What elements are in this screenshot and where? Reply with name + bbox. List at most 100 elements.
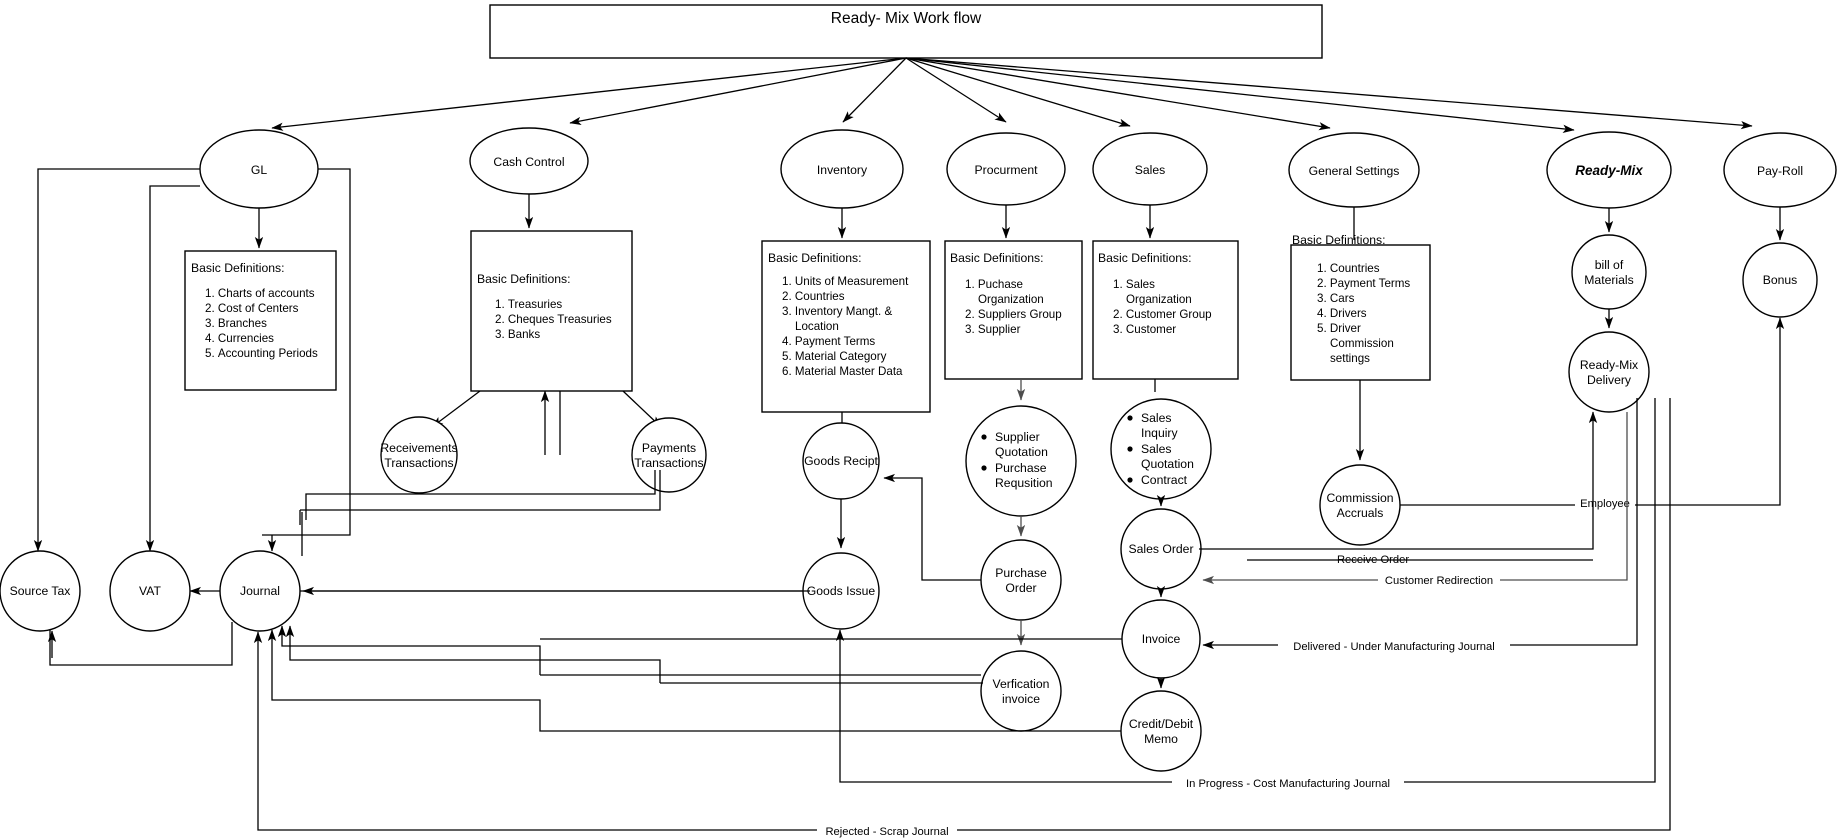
node-ready-mix-delivery[interactable]: Ready-Mix Delivery <box>1568 331 1650 413</box>
procurment-definitions-item-1: 1. Puchase <box>965 278 1023 291</box>
edge-credit-memo-to-journal <box>267 629 1121 732</box>
box-sales-definitions: Basic Definitions: 1. Sales Organization… <box>1092 240 1239 380</box>
node-general-settings-label: General Settings <box>1309 164 1400 178</box>
sales-definitions-item-1-cont: Organization <box>1126 293 1192 306</box>
node-goods-issue[interactable]: Goods Issue <box>802 552 880 630</box>
sales-definitions-heading: Basic Definitions: <box>1098 251 1191 265</box>
general-settings-definitions-item-5-cont2: settings <box>1330 352 1370 365</box>
box-general-settings-definitions: Basic Definitions: 1. Countries 2. Payme… <box>1290 233 1431 381</box>
node-cash-control-label: Cash Control <box>493 155 564 169</box>
cash-control-definitions-item-1: 1. Treasuries <box>495 298 562 311</box>
purchase-order-label-1: Purchase <box>995 566 1047 580</box>
edge-label-in-progress-cost-manufacturing-journal: In Progress - Cost Manufacturing Journal <box>1186 778 1390 790</box>
source-tax-label: Source Tax <box>10 584 71 598</box>
root-title-box: Ready- Mix Work flow <box>489 4 1323 59</box>
node-sales-inquiry-group[interactable]: Sales Inquiry Sales Quotation Contract <box>1110 398 1212 500</box>
node-journal[interactable]: Journal <box>219 550 301 632</box>
node-invoice[interactable]: Invoice <box>1121 599 1201 679</box>
supplier-quotation-label-1: Supplier <box>995 430 1040 444</box>
inventory-definitions-item-4: 4. Payment Terms <box>782 335 875 348</box>
inventory-definitions-heading: Basic Definitions: <box>768 251 861 265</box>
node-pay-roll-label: Pay-Roll <box>1757 164 1803 178</box>
goods-recipt-label: Goods Recipt <box>804 454 878 468</box>
node-cash-control[interactable]: Cash Control <box>469 127 589 195</box>
bill-of-materials-label-2: Materials <box>1584 273 1633 287</box>
journal-label: Journal <box>240 584 280 598</box>
verfication-invoice-label-2: invoice <box>1002 692 1040 706</box>
node-procurment[interactable]: Procurment <box>946 132 1066 206</box>
edge-gl-to-vat <box>145 185 200 552</box>
gl-definitions-heading: Basic Definitions: <box>191 261 284 275</box>
edge-in-progress-cost-manufacturing-path <box>835 398 1656 783</box>
node-sales-label: Sales <box>1135 163 1166 177</box>
rejected-label-bg <box>817 823 957 838</box>
general-settings-definitions-item-5-cont1: Commission <box>1330 337 1394 350</box>
node-sales-order[interactable]: Sales Order <box>1120 508 1202 590</box>
edge-verfication-to-journal-2 <box>285 625 661 683</box>
edge-journal-to-payments <box>300 470 661 511</box>
cash-control-definitions-heading: Basic Definitions: <box>477 272 570 286</box>
node-source-tax[interactable]: Source Tax <box>0 550 81 632</box>
diagram-title: Ready- Mix Work flow <box>831 10 982 27</box>
node-purchase-order[interactable]: Purchase Order <box>980 539 1062 621</box>
receivements-transactions-label-1: Receivements <box>380 441 457 455</box>
goods-issue-label: Goods Issue <box>807 584 876 598</box>
sales-definitions-item-2: 2. Customer Group <box>1113 308 1212 321</box>
node-commission-accruals[interactable]: Commission Accruals <box>1319 464 1401 546</box>
payments-transactions-label-2: Transactions <box>634 456 703 470</box>
general-settings-definitions-item-2: 2. Payment Terms <box>1317 277 1410 290</box>
inventory-definitions-item-5: 5. Material Category <box>782 350 887 363</box>
bill-of-materials-label-1: bill of <box>1595 258 1624 272</box>
general-settings-definitions-item-3: 3. Cars <box>1317 292 1355 305</box>
inventory-definitions-item-6: 6. Material Master Data <box>782 365 903 378</box>
node-goods-recipt[interactable]: Goods Recipt <box>802 422 880 500</box>
sales-definitions-item-1: 1. Sales <box>1113 278 1155 291</box>
node-payments-transactions[interactable]: Payments Transactions <box>631 417 707 493</box>
inventory-definitions-item-3-cont: Location <box>795 320 839 333</box>
node-supplier-quotation-group[interactable]: Supplier Quotation Purchase Requsition <box>965 405 1077 517</box>
gl-definitions-item-1: 1. Charts of accounts <box>205 287 315 300</box>
contract-label: Contract <box>1141 473 1188 487</box>
node-verfication-invoice[interactable]: Verfication invoice <box>980 650 1062 732</box>
bonus-label: Bonus <box>1763 273 1798 287</box>
node-gl[interactable]: GL <box>199 129 319 209</box>
node-procurment-label: Procurment <box>975 163 1039 177</box>
edge-label-rejected-scrap-journal: Rejected - Scrap Journal <box>825 826 948 838</box>
inventory-definitions-item-2: 2. Countries <box>782 290 845 303</box>
node-inventory[interactable]: Inventory <box>780 129 904 209</box>
edge-commission-to-bonus <box>1400 317 1785 506</box>
node-inventory-label: Inventory <box>817 163 868 177</box>
gl-definitions-item-3: 3. Branches <box>205 317 267 330</box>
inventory-definitions-item-1: 1. Units of Measurement <box>782 275 909 288</box>
edge-label-delivered-under-manufacturing-journal: Delivered - Under Manufacturing Journal <box>1293 641 1494 653</box>
node-pay-roll[interactable]: Pay-Roll <box>1723 132 1837 208</box>
bullet-icon <box>981 465 987 471</box>
node-sales[interactable]: Sales <box>1092 132 1208 206</box>
node-ready-mix-label: Ready-Mix <box>1575 163 1643 178</box>
purchase-requsition-label-1: Purchase <box>995 461 1047 475</box>
invoice-label: Invoice <box>1142 632 1181 646</box>
verfication-invoice-label-1: Verfication <box>993 677 1050 691</box>
gl-definitions-item-5: 5. Accounting Periods <box>205 347 318 360</box>
node-bill-of-materials[interactable]: bill of Materials <box>1571 234 1647 310</box>
node-general-settings[interactable]: General Settings <box>1288 132 1420 208</box>
box-inventory-definitions: Basic Definitions: 1. Units of Measureme… <box>761 240 931 413</box>
procurment-definitions-item-2: 2. Suppliers Group <box>965 308 1062 321</box>
node-ready-mix[interactable]: Ready-Mix <box>1546 131 1672 209</box>
node-receivements-transactions[interactable]: Receivements Transactions <box>380 416 458 494</box>
inventory-definitions-item-3: 3. Inventory Mangt. & <box>782 305 892 318</box>
in-progress-label-bg <box>1172 775 1404 790</box>
sales-quotation-label-1: Sales <box>1141 442 1172 456</box>
box-cash-control-definitions: Basic Definitions: 1. Treasuries 2. Cheq… <box>470 230 633 392</box>
node-bonus[interactable]: Bonus <box>1742 242 1818 318</box>
ready-mix-delivery-label-1: Ready-Mix <box>1580 358 1638 372</box>
commission-accruals-label-2: Accruals <box>1337 506 1384 520</box>
node-vat[interactable]: VAT <box>109 550 191 632</box>
gl-definitions-item-2: 2. Cost of Centers <box>205 302 299 315</box>
node-credit-debit-memo[interactable]: Credit/Debit Memo <box>1120 690 1202 772</box>
cash-control-sub-edges <box>431 390 662 428</box>
vat-label: VAT <box>139 584 161 598</box>
employee-label-bg <box>1575 496 1635 511</box>
general-settings-definitions-heading: Basic Definitions: <box>1292 233 1385 247</box>
